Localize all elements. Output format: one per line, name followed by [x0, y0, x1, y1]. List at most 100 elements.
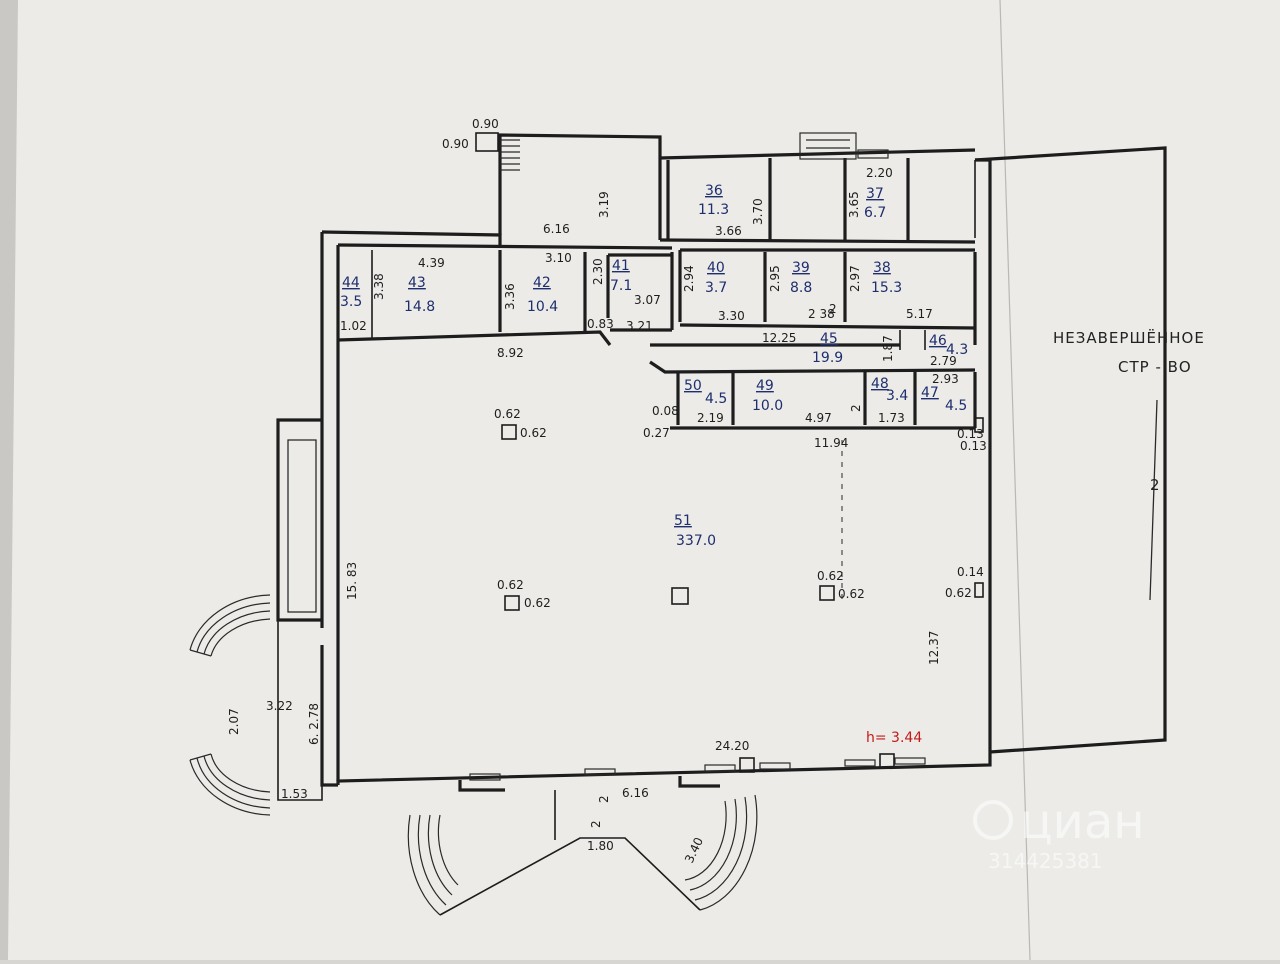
paper-sheet-right [1000, 0, 1280, 960]
room-45-area: 19.9 [812, 350, 843, 366]
column [504, 595, 520, 611]
unfinished-note-line2: СТР - ВО [1118, 358, 1192, 376]
dim-label: 4.39 [418, 256, 445, 270]
room-36-number: 36 [705, 183, 723, 199]
dim-label: 3.38 [372, 273, 386, 300]
dim-label: 6.16 [622, 786, 649, 800]
room-51-area: 337.0 [676, 533, 716, 549]
walls [276, 132, 1167, 840]
wall-r50-north [649, 360, 976, 374]
room-40-number: 40 [707, 260, 725, 276]
room-49-number: 49 [756, 378, 774, 394]
column [974, 417, 984, 433]
wall-south-annex-east [678, 776, 720, 788]
room-38-number: 38 [873, 260, 891, 276]
dim-label: 0.90 [472, 117, 499, 131]
room-36-area: 11.3 [698, 202, 729, 218]
paper-sheet-left [8, 0, 1030, 960]
dim-label: 2 [597, 795, 611, 803]
north-stair [500, 139, 520, 171]
room-labels: 36 11.3 37 6.7 38 15.3 39 8.8 40 3.7 41 … [340, 183, 968, 549]
dim-label: 2 38 [808, 307, 835, 321]
dim-label: 11.94 [814, 436, 848, 450]
dim-label: 3.10 [545, 251, 572, 265]
dim-label: 1.53 [281, 787, 308, 801]
dim-label: 0.62 [520, 426, 547, 440]
window [704, 764, 736, 772]
room-48-area: 3.4 [886, 388, 908, 404]
column [974, 582, 984, 598]
room-37-number: 37 [866, 186, 884, 202]
dim-label: 2.94 [682, 265, 696, 292]
stairs [189, 139, 758, 916]
dim-label: 4.97 [805, 411, 832, 425]
dim-label: 2.20 [866, 166, 893, 180]
room-41-number: 41 [612, 258, 630, 274]
dim-label: 6. 2.78 [307, 703, 321, 745]
window-pier [739, 757, 755, 773]
watermark-id: 314425381 [988, 849, 1103, 873]
dim-label: 15. 83 [345, 562, 359, 600]
wall-west-annex [276, 418, 322, 622]
dimension-labels: 0.90 0.90 3.19 6.16 3.10 3.70 3.66 2.20 … [227, 117, 987, 865]
dim-label: 3.07 [634, 293, 661, 307]
room-50-area: 4.5 [705, 391, 727, 407]
window-pier [879, 753, 895, 769]
room-45-number: 45 [820, 331, 838, 347]
sheet-fold [999, 0, 1031, 961]
section-line [841, 399, 1158, 601]
wall-r36-37-south [659, 238, 976, 244]
room-44-number: 44 [342, 275, 360, 291]
room-39-number: 39 [792, 260, 810, 276]
wall-north-rooms [659, 148, 976, 160]
wall-north-annex [498, 133, 662, 240]
chimney-box [475, 132, 499, 152]
dim-label: 2 [589, 820, 603, 828]
dim-label: 0.14 [957, 565, 984, 579]
dim-label: 2.19 [697, 411, 724, 425]
wall-south-annex-west [458, 780, 505, 792]
room-42-number: 42 [533, 275, 551, 291]
dim-label: 5.17 [906, 307, 933, 321]
dim-label: 0.83 [587, 317, 614, 331]
dim-label: 0.62 [817, 569, 844, 583]
dim-label: 0.62 [945, 586, 972, 600]
dim-label: 2.79 [930, 354, 957, 368]
room-43-number: 43 [408, 275, 426, 291]
wall-north-inner [337, 243, 673, 250]
watermark-brand: циан [1020, 794, 1145, 850]
room-48-number: 48 [871, 376, 889, 392]
window [759, 762, 791, 770]
window [469, 773, 501, 781]
room-49-area: 10.0 [752, 398, 783, 414]
wall-west-vestibule [277, 620, 323, 801]
dim-label: 3.66 [715, 224, 742, 238]
wall-r42-44-south [337, 330, 612, 346]
south-curved-stairs [407, 794, 758, 916]
watermark-logo-icon [973, 800, 1013, 840]
dim-label: 2.07 [227, 708, 241, 735]
unfinished-note-line1: НЕЗАВЕРШЁННОЕ [1053, 328, 1205, 347]
dim-label: 0.62 [524, 596, 551, 610]
dim-label: 3.36 [503, 283, 517, 310]
room-39-area: 8.8 [790, 280, 812, 296]
dim-label: 3.19 [597, 191, 611, 218]
room-46-area: 4.3 [946, 342, 968, 358]
wall-r38-40-south [679, 323, 976, 330]
room-47-area: 4.5 [945, 398, 967, 414]
dim-label: 0.13 [960, 439, 987, 453]
column [671, 587, 689, 605]
room-51-number: 51 [674, 513, 692, 529]
window [844, 759, 876, 767]
dim-label: 2 [829, 302, 837, 316]
dim-label: 0.90 [442, 137, 469, 151]
north-vent [799, 132, 857, 160]
unfinished-zone-walls [974, 146, 1167, 754]
window [584, 768, 616, 776]
dim-label: 0.62 [838, 587, 865, 601]
dim-label: 1.73 [878, 411, 905, 425]
west-curved-stair [189, 594, 271, 816]
dim-label: 12.37 [927, 631, 941, 665]
dim-label: 8.92 [497, 346, 524, 360]
